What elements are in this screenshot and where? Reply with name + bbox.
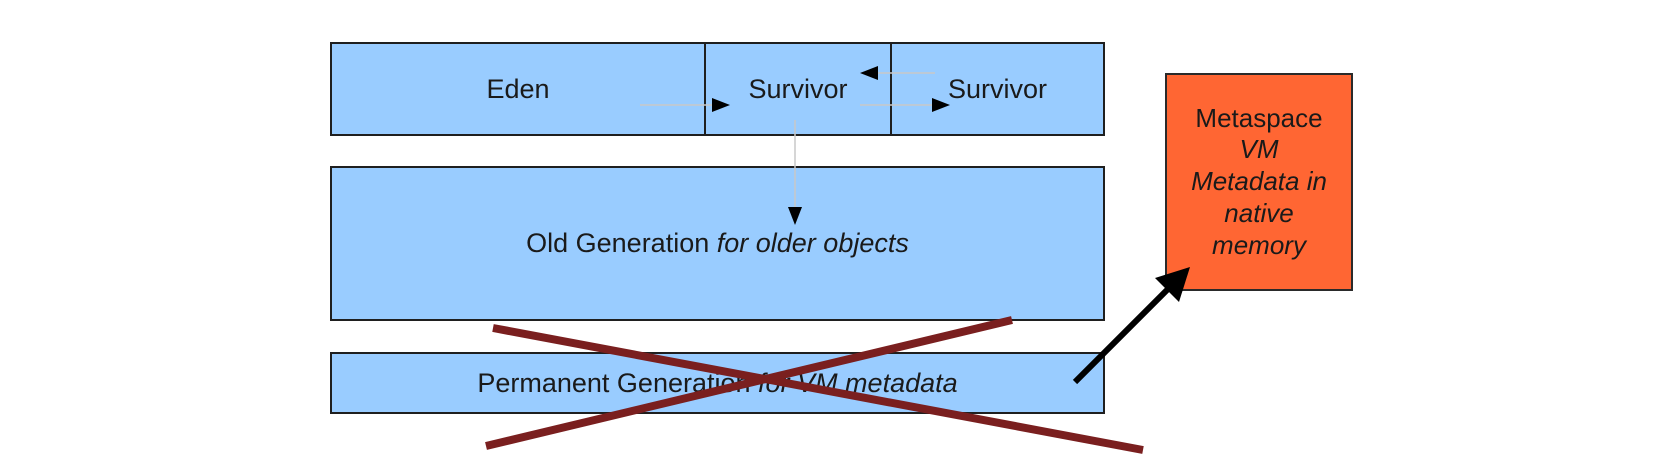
young-generation-box: Eden Survivor Survivor [330,42,1105,136]
permanent-generation-label: Permanent Generation [477,367,751,398]
metaspace-line-4: memory [1212,229,1306,260]
permanent-generation-note: for VM metadata [758,367,958,398]
metaspace-box: Metaspace VM Metadata in native memory [1165,73,1353,291]
metaspace-line-1: VM [1239,134,1279,165]
eden-space: Eden [332,44,704,134]
metaspace-title: Metaspace [1195,102,1323,133]
eden-label: Eden [486,73,550,104]
old-generation-box: Old Generation for older objects [330,166,1105,321]
metaspace-line-2: Metadata in [1191,166,1327,197]
survivor-space-from: Survivor [704,44,890,134]
permanent-generation-box: Permanent Generation for VM metadata [330,352,1105,414]
survivor-from-label: Survivor [748,73,848,104]
old-generation-note: for older objects [716,228,909,258]
old-generation-label: Old Generation [526,228,710,258]
survivor-space-to: Survivor [890,44,1103,134]
survivor-to-label: Survivor [947,73,1048,104]
metaspace-line-3: native [1224,197,1294,228]
